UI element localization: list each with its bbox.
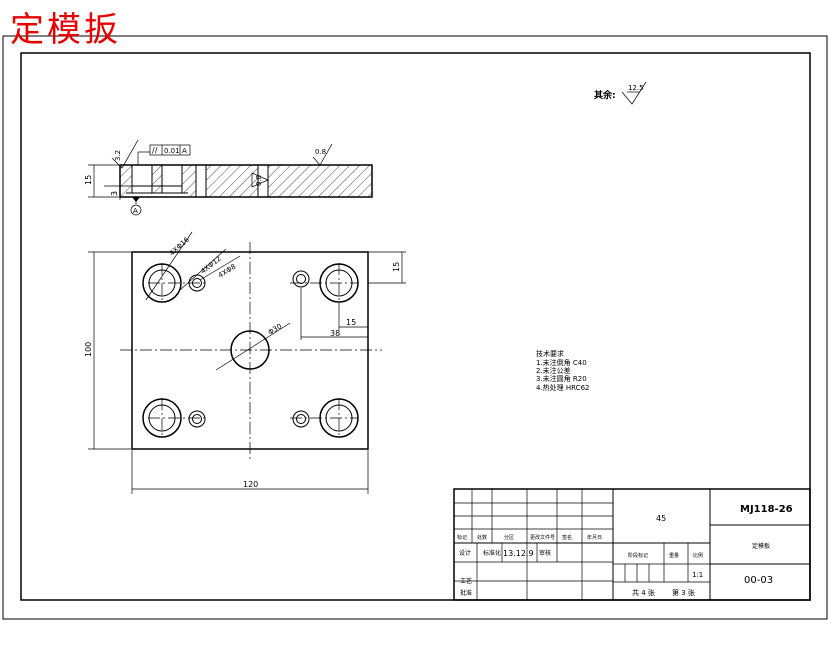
small-hole-bottom-right [292,410,310,428]
title-block: 标记 处数 分区 更改文件号 签名 年月日 设计 标准化 13.12.9 审核 … [453,488,811,601]
roughness-note-symbol [621,81,647,105]
roughness-note-value: 12.5 [628,84,644,92]
sheet-number: 第 3 张 [672,588,695,597]
guide-hole-bottom-right [319,398,359,438]
inner-border [20,52,811,601]
width-dimension: 120 [243,480,258,489]
drawing-number: 00-03 [744,575,773,586]
height-dimension: 100 [84,342,93,357]
small-hole-bottom-left [188,410,206,428]
tolerance-frame: // 0.01 A [137,144,191,165]
scale-value: 1:1 [692,571,703,579]
tolerance-symbol: // [152,146,158,155]
edge-offset-dimension: 15 [392,262,401,272]
plan-view: 4XΦ16 4XΦ12 4XΦ8 Φ30 100 120 15 15 38 [84,231,406,494]
tech-req-item: 3.未注圆角 R20 [536,374,587,383]
mid-roughness-value: 0.8 [255,175,263,186]
section-view: 15 3 3.2 // 0.01 A A 0.8 [84,139,373,216]
center-hole [230,330,270,370]
drawing-heading: 定模扳 [10,10,121,50]
step-dimension: 3 [110,191,119,196]
thickness-dimension: 15 [84,175,93,185]
tech-req-item: 4.热处理 HRC62 [536,383,589,392]
craft-label: 工艺 [460,577,472,585]
date-value: 13.12.9 [503,549,534,558]
section-hatching [120,165,372,197]
revision-header: 年月日 [587,534,602,541]
callout-c: 4XΦ8 [217,263,238,280]
tech-req-item: 2.未注公差 [536,366,571,375]
revision-header: 分区 [504,534,514,541]
part-name: 定模板 [752,542,770,550]
material-value: 45 [656,514,666,523]
technical-requirements: 技术要求 1.未注倒角 C40 2.未注公差 3.未注圆角 R20 4.热处理 … [536,349,589,392]
guide-hole-top-right [319,263,359,303]
revision-header: 处数 [477,534,487,541]
scale-label: 比例 [693,552,703,559]
tech-req-title: 技术要求 [536,349,564,358]
top-roughness-symbol [312,143,333,166]
side-roughness-symbol [111,139,139,169]
tolerance-value: 0.01 [164,147,180,155]
designer-label: 设计 [459,549,471,557]
sheets-total: 共 4 张 [632,588,655,597]
hole-offset-dimension: 15 [346,318,356,327]
outer-border [2,35,828,620]
check-label: 审核 [539,549,551,557]
tech-req-item: 1.未注倒角 C40 [536,358,587,367]
revision-header: 签名 [562,534,572,541]
weight-label: 重量 [669,552,679,559]
approve-label: 批准 [460,589,472,597]
guide-hole-bottom-left [142,398,182,438]
top-roughness-value: 0.8 [315,148,326,156]
roughness-note-label: 其余: [594,89,616,101]
general-roughness-note: 其余: 12.5 [594,81,647,105]
side-roughness-value: 3.2 [114,150,122,161]
datum-marker: A [130,197,142,216]
small-hole-top-right [292,270,310,288]
guide-hole-top-left [142,263,182,303]
hole-span-dimension: 38 [330,329,340,338]
callout-a: 4XΦ16 [168,235,191,257]
drawing-code: MJ118-26 [740,504,793,515]
stage-label: 阶段标记 [628,552,648,559]
tolerance-datum: A [182,147,187,155]
mid-roughness-symbol [251,172,269,188]
datum-label: A [133,207,138,215]
revision-header: 更改文件号 [530,534,555,541]
revision-header: 标记 [457,534,467,541]
standardize-label: 标准化 [483,549,501,557]
center-hole-dimension: Φ30 [267,322,283,336]
